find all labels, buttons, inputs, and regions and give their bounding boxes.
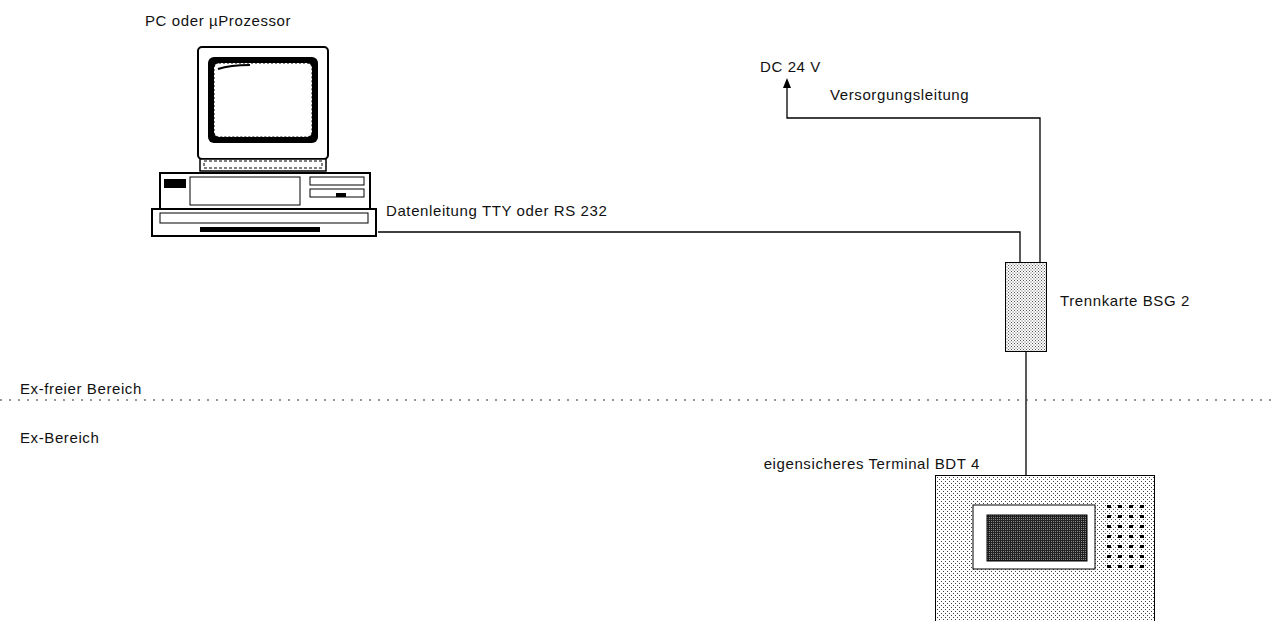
supply-arrowhead	[783, 78, 791, 88]
data-line	[1025, 352, 1026, 475]
node-caption: Trennkarte BSG 2	[1060, 292, 1190, 310]
isolator-card-shape	[1005, 262, 1047, 352]
zone-boundary	[0, 399, 1278, 400]
terminal-shape	[935, 475, 1155, 621]
zone-name: Ex-Bereich	[20, 429, 99, 447]
data-line	[378, 232, 1020, 262]
isolator-card: Trennkarte BSG 2	[1005, 262, 1047, 352]
supply-line	[787, 84, 1040, 262]
intrinsically-safe-terminal: eigensicheres Terminal BDT 4	[935, 475, 1155, 621]
node-caption: PC oder µProzessor	[145, 12, 291, 30]
computer-icon	[150, 45, 378, 237]
computer-node: PC oder µProzessor	[150, 45, 378, 237]
node-caption: eigensicheres Terminal BDT 4	[764, 455, 980, 473]
line-name: Versorgungsleitung	[830, 86, 969, 104]
voltage-label: DC 24 V	[760, 58, 821, 76]
line-name: Datenleitung TTY oder RS 232	[386, 202, 607, 220]
zone-name: Ex-freier Bereich	[20, 380, 142, 398]
